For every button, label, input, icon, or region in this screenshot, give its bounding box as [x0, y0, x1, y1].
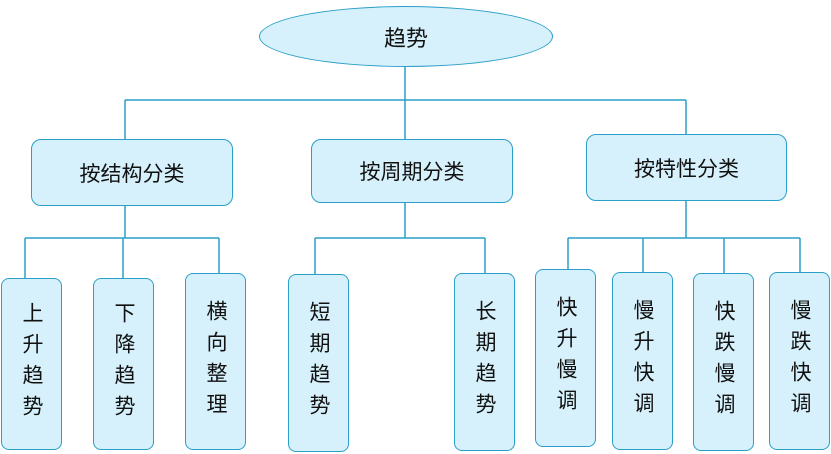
category-label: 按特性分类 [634, 156, 739, 181]
root-node: 趋势 [259, 6, 553, 67]
leaf-label: 横向整理 [204, 299, 228, 424]
leaf-label: 短期趋势 [307, 301, 331, 425]
category-label: 按周期分类 [359, 160, 465, 184]
leaf-label: 慢跌快调 [788, 299, 812, 423]
category-feature: 按特性分类 [586, 134, 787, 201]
root-label: 趋势 [383, 26, 428, 52]
leaf-label: 快跌慢调 [712, 300, 736, 424]
leaf-label: 慢升快调 [631, 299, 655, 423]
leaf-node: 快跌慢调 [693, 273, 754, 451]
category-label: 按结构分类 [79, 161, 185, 186]
leaf-node: 短期趋势 [288, 274, 349, 452]
leaf-label: 下降趋势 [112, 302, 136, 426]
leaf-node: 慢跌快调 [769, 272, 830, 450]
leaf-label: 上升趋势 [20, 302, 44, 426]
leaf-node: 快升慢调 [535, 269, 596, 447]
leaf-label: 长期趋势 [473, 300, 497, 424]
leaf-node: 上升趋势 [1, 278, 62, 450]
leaf-label: 快升慢调 [554, 296, 578, 420]
category-period: 按周期分类 [311, 139, 513, 203]
leaf-node: 横向整理 [185, 273, 246, 450]
leaf-node: 下降趋势 [93, 278, 154, 450]
category-structure: 按结构分类 [31, 139, 233, 206]
leaf-node: 长期趋势 [454, 273, 515, 451]
leaf-node: 慢升快调 [612, 272, 673, 450]
